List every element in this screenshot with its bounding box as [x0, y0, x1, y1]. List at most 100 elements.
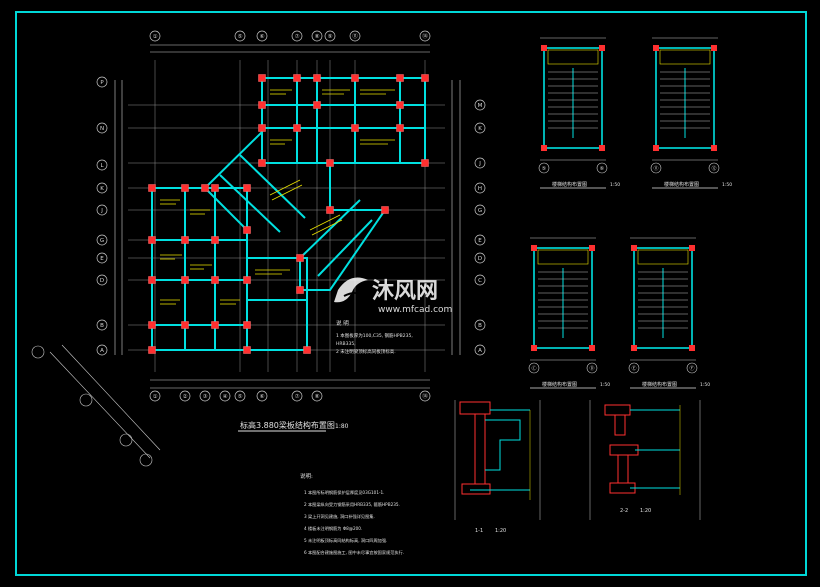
column-8	[181, 276, 189, 284]
mfcad-watermark: 沐风网 www.mfcad.com	[334, 277, 452, 315]
upper-block	[261, 77, 426, 164]
stair-axis-label-0-1: ⑥	[600, 166, 605, 172]
section-1-label: 1-1	[475, 528, 483, 534]
bottom-axis-1-label: ②	[183, 393, 188, 400]
bottom-axis-0-label: ①	[153, 394, 158, 400]
general-note-1: 1 本图所标明钢筋保护层厚度见03G101-1.	[304, 489, 385, 496]
bottom-axis-7: ⑧	[311, 390, 323, 402]
bottom-axis-8: ⑭	[419, 390, 431, 402]
top-axis-2-label: ⑥	[260, 34, 265, 40]
column-22	[396, 74, 404, 82]
plan-scale: 1:80	[335, 423, 349, 430]
top-axis-4: ⑧	[311, 30, 323, 42]
right-axis-2-label: J	[478, 161, 481, 167]
left-axis-7-label: D	[100, 278, 104, 284]
section-1-1: 1-1 1:20	[454, 400, 541, 534]
right-axis-7-label: C	[478, 278, 482, 284]
column-10	[243, 276, 251, 284]
right-axis-8: B	[474, 319, 486, 331]
left-axis-0-label: P	[100, 80, 104, 86]
bottom-axis-5: ⑥	[256, 390, 268, 402]
column-27	[258, 124, 266, 132]
watermark-brand: 沐风网	[372, 279, 438, 304]
stair-axis-3-1: Ⓕ	[686, 362, 698, 374]
left-axis-8: B	[96, 319, 108, 331]
general-notes: 说明: 1 本图所标明钢筋保护层厚度见03G101-1. 2 本图梁纵向受力钢筋…	[300, 472, 404, 556]
right-axis-6: D	[474, 252, 486, 264]
plan-notes-heading: 说 明	[336, 319, 349, 327]
general-note-4: 4 楼板未注明钢筋为 Φ8@200.	[304, 525, 362, 532]
right-axis-0-label: M	[478, 103, 483, 109]
right-axis-0: M	[474, 99, 486, 111]
section-1-scale: 1:20	[495, 528, 506, 534]
column-11	[148, 321, 156, 329]
top-axis-5: ⑨	[324, 30, 336, 42]
plan-note-3: 2 未注明梁顶标高同板顶标高.	[336, 348, 396, 355]
dimension-lines	[114, 44, 461, 389]
column-28	[293, 124, 301, 132]
left-axis-1-label: N	[100, 126, 104, 132]
column-20	[313, 74, 321, 82]
top-axis-1-label: ⑤	[238, 34, 243, 40]
right-axis-4-label: G	[478, 208, 482, 214]
watermark-url: www.mfcad.com	[378, 305, 452, 315]
left-axis-9: A	[96, 344, 108, 356]
top-axis-7-label: ⑭	[422, 32, 428, 40]
column-5	[181, 236, 189, 244]
bottom-axis-6-label: ⑦	[295, 393, 300, 400]
column-35	[243, 226, 251, 234]
column-34	[201, 184, 209, 192]
stair-axis-1-1: ⑫	[708, 162, 720, 174]
right-axis-7: C	[474, 274, 486, 286]
right-axis-3: H	[474, 182, 486, 194]
stair-caption-0: 楼梯结构布置图	[552, 181, 587, 188]
column-9	[211, 276, 219, 284]
stair-axis-label-1-1: ⑫	[711, 165, 716, 172]
bottom-axis-2: ③	[199, 390, 211, 402]
general-note-2: 2 本图梁纵向受力钢筋采用HRB335, 箍筋HPB235.	[304, 501, 400, 508]
general-note-3: 3 梁上开洞见建施, 洞口补强详见图集.	[304, 513, 375, 520]
column-1	[181, 184, 189, 192]
column-38	[296, 286, 304, 294]
column-18	[258, 74, 266, 82]
column-21	[351, 74, 359, 82]
general-note-6: 6 本图配合建施图施工, 图中未尽事宜按国家规范执行.	[304, 549, 404, 556]
plan-note-2: HRB335,	[336, 341, 356, 347]
stair-axis-0-1: ⑥	[596, 162, 608, 174]
left-axis-5: G	[96, 234, 108, 246]
column-31	[258, 159, 266, 167]
left-axis-0: P	[96, 76, 108, 88]
bottom-axis-4-label: ⑤	[238, 394, 243, 400]
left-axis-9-label: A	[100, 348, 104, 354]
left-axis-3-label: K	[100, 186, 104, 192]
top-axis-6-label: ⑪	[352, 32, 358, 40]
left-axis-2-label: L	[100, 163, 104, 169]
column-17	[303, 346, 311, 354]
top-axis-0: ①	[149, 30, 161, 42]
bottom-axis-1: ②	[179, 390, 191, 402]
top-axis-3-label: ⑦	[295, 33, 300, 40]
top-axis-1: ⑤	[234, 30, 246, 42]
stair-axis-label-2-0: Ⓒ	[531, 365, 536, 372]
right-axis-2: J	[474, 157, 486, 169]
bottom-axis-6: ⑦	[291, 390, 303, 402]
stair-axis-label-1-0: ⑪	[653, 165, 658, 172]
stair-caption-2: 楼梯结构布置图	[542, 381, 577, 388]
column-7	[148, 276, 156, 284]
stair-caption-3: 楼梯结构布置图	[642, 381, 677, 388]
top-axis-3: ⑦	[291, 30, 303, 42]
stair-axis-1-0: ⑪	[650, 162, 662, 174]
column-26	[396, 101, 404, 109]
general-note-5: 5 未注明板顶标高同结构标高, 洞口四周加强.	[304, 537, 387, 544]
left-axis-5-label: G	[100, 238, 104, 244]
stair-axis-2-1: Ⓓ	[586, 362, 598, 374]
column-6	[211, 236, 219, 244]
column-12	[181, 321, 189, 329]
drawing-frame	[15, 11, 807, 576]
left-axis-4: J	[96, 204, 108, 216]
